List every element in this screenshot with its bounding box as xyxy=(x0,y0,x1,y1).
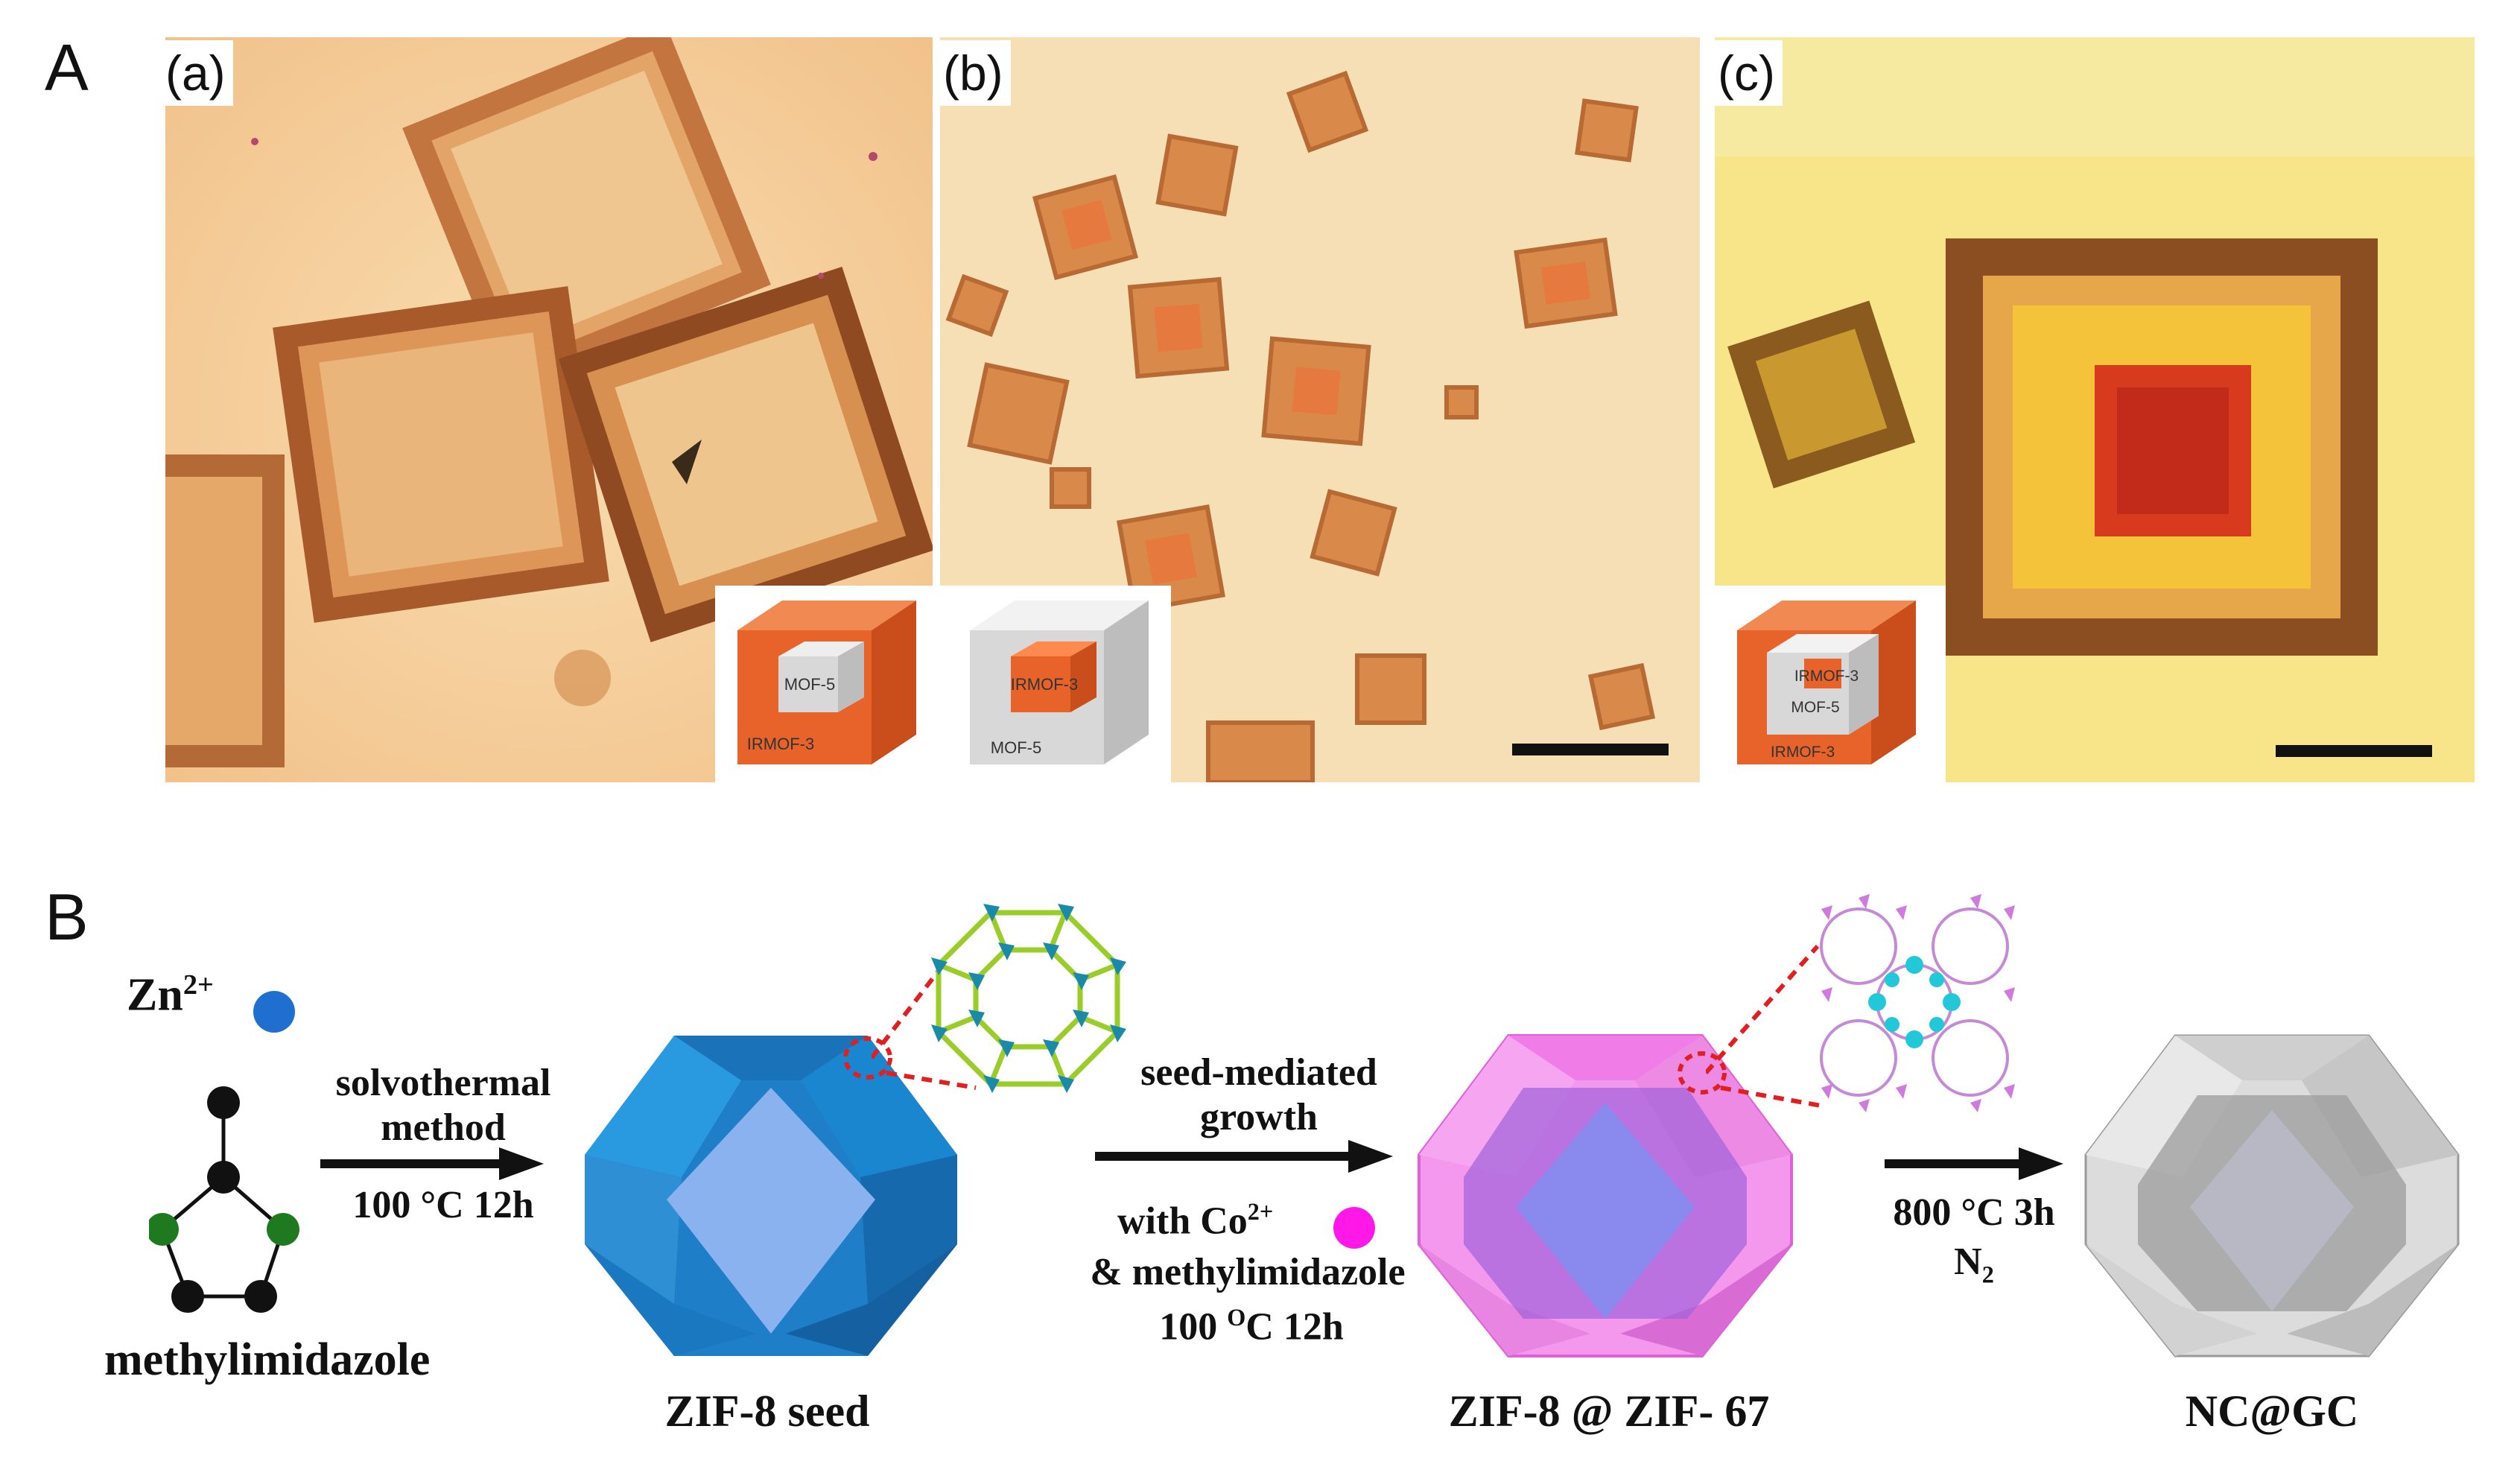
zif67-leader-lines xyxy=(1706,945,1826,1109)
methylimidazole-structure-icon xyxy=(149,1086,299,1313)
zif8-zif67-polyhedron xyxy=(1418,1034,1793,1357)
cube-shell-core-a: MOF-5 IRMOF-3 xyxy=(737,601,916,764)
micrograph-a-image xyxy=(165,37,933,782)
zif8-leader-lines xyxy=(872,960,977,1090)
subpanel-b-label: (b) xyxy=(936,40,1011,106)
micrograph-c xyxy=(1715,37,2475,782)
step2-cond-rest: C 12h xyxy=(1245,1305,1344,1349)
scale-bar-c xyxy=(2276,745,2432,757)
step1-arrow-icon xyxy=(320,1147,544,1180)
step2-arrow-icon xyxy=(1095,1140,1393,1173)
step2-line2: growth xyxy=(1200,1096,1318,1138)
inset-a-outer-label: IRMOF-3 xyxy=(747,735,814,753)
step2-line1: seed-mediated xyxy=(1140,1051,1377,1094)
scale-bar-b xyxy=(1512,744,1669,755)
step3-gas-symbol: N xyxy=(1954,1241,1982,1283)
inset-b-outer-label: MOF-5 xyxy=(991,738,1041,757)
step1-condition: 100 °C 12h xyxy=(352,1184,534,1226)
methylimidazole-label: methylimidazole xyxy=(104,1334,431,1385)
micrograph-a xyxy=(165,37,933,782)
step3-arrow-icon xyxy=(1885,1147,2063,1180)
zif8-seed-polyhedron xyxy=(585,1036,957,1356)
subpanel-c-label: (c) xyxy=(1710,40,1783,106)
zn-ion-label: Zn2+ xyxy=(127,969,214,1022)
inset-a-schematic: MOF-5 IRMOF-3 xyxy=(715,586,933,782)
cube-shell-core-b: IRMOF-3 MOF-5 xyxy=(970,601,1149,764)
step3-condition: 800 °C 3h xyxy=(1893,1191,2055,1234)
inset-c-schematic: IRMOF-3 MOF-5 IRMOF-3 xyxy=(1715,586,1946,782)
step1-method-line2: method xyxy=(381,1106,506,1149)
micrograph-c-image xyxy=(1715,37,2475,782)
zn-dot-icon xyxy=(253,991,295,1033)
inset-c-outer-label: IRMOF-3 xyxy=(1771,744,1835,761)
step2-condition: 100 OC 12h xyxy=(1117,1304,1386,1349)
step2-with-co: with Co2+ xyxy=(1117,1198,1273,1243)
inset-b-inner-label: IRMOF-3 xyxy=(1011,675,1078,694)
subpanel-a-label: (a) xyxy=(158,40,233,106)
step1-method-line1: solvothermal xyxy=(335,1062,551,1104)
co-charge: 2+ xyxy=(1247,1198,1274,1225)
panel-a-letter: A xyxy=(45,31,89,104)
zn-charge: 2+ xyxy=(183,969,214,1001)
step2-line4: & methylimidazole xyxy=(1090,1251,1406,1293)
inset-c-inner-label: IRMOF-3 xyxy=(1794,668,1859,685)
inset-c-middle-label: MOF-5 xyxy=(1791,699,1839,716)
zif67-framework-icon xyxy=(1820,894,2015,1112)
zif8-framework-icon xyxy=(931,904,1126,1093)
cube-shell-core-c: IRMOF-3 MOF-5 IRMOF-3 xyxy=(1737,601,1916,764)
co-dot-icon xyxy=(1333,1207,1375,1249)
zif8-zif67-caption: ZIF-8 @ ZIF- 67 xyxy=(1448,1387,1770,1436)
ncgc-polyhedron xyxy=(2084,1034,2460,1357)
step3-gas: N2 xyxy=(1862,1240,2086,1288)
panel-b-letter: B xyxy=(45,880,89,954)
inset-b-schematic: IRMOF-3 MOF-5 xyxy=(940,586,1171,782)
step2-with-text: with Co xyxy=(1117,1200,1248,1243)
zn-symbol: Zn xyxy=(127,969,183,1021)
ncgc-caption: NC@GC xyxy=(2185,1387,2359,1436)
step2-cond-num: 100 xyxy=(1159,1305,1218,1349)
zif8-seed-caption: ZIF-8 seed xyxy=(664,1387,870,1436)
step2-cond-degree: O xyxy=(1227,1304,1246,1331)
inset-a-inner-label: MOF-5 xyxy=(784,675,835,694)
step3-gas-subscript: 2 xyxy=(1981,1261,1994,1288)
